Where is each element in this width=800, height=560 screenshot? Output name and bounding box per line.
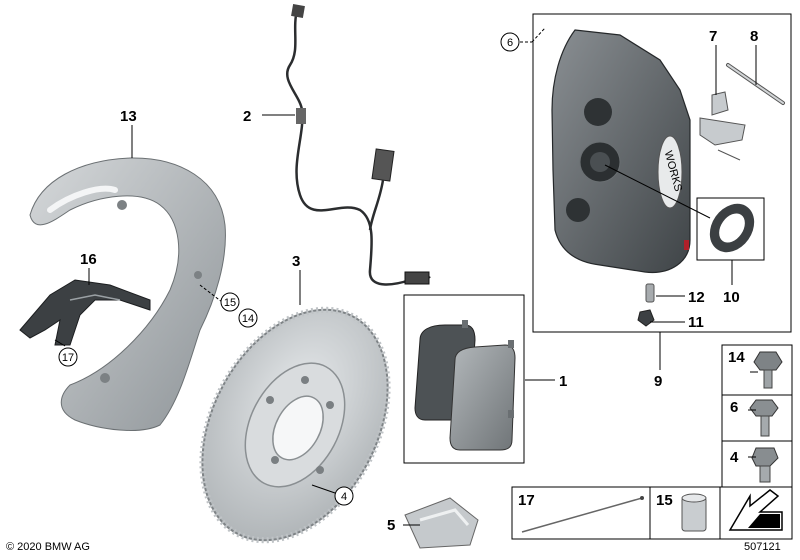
callouts: 13 2 3 1 5 7 8 9 10 11 12 16 14 6 4 17 1… <box>80 28 758 534</box>
circled-callout-6[interactable]: 6 <box>507 37 513 49</box>
heat-shield-part-13[interactable] <box>29 157 226 431</box>
callout-16[interactable]: 16 <box>80 251 97 268</box>
caliper-box <box>532 13 792 333</box>
seal-part-10[interactable] <box>701 195 764 261</box>
callout-15[interactable]: 15 <box>656 492 673 509</box>
bolt-part-6[interactable] <box>749 399 779 437</box>
sleeve-part-15[interactable] <box>681 493 707 532</box>
callout-2[interactable]: 2 <box>243 108 251 125</box>
callout-3[interactable]: 3 <box>292 253 300 270</box>
bolt-part-14[interactable] <box>753 351 783 389</box>
callout-4[interactable]: 4 <box>730 449 739 466</box>
callout-17[interactable]: 17 <box>518 492 535 509</box>
circled-callout-labels: 6 4 15 14 17 <box>62 37 513 503</box>
bleeder-part-12[interactable] <box>645 283 655 303</box>
brake-disc-part-3[interactable] <box>165 278 425 560</box>
callout-6[interactable]: 6 <box>730 399 738 416</box>
callout-9[interactable]: 9 <box>654 373 662 390</box>
circled-callout-4[interactable]: 4 <box>341 491 347 503</box>
callout-1[interactable]: 1 <box>559 373 567 390</box>
diagram-number: 507121 <box>744 541 781 553</box>
callout-10[interactable]: 10 <box>723 289 740 306</box>
copyright-text: © 2020 BMW AG <box>6 541 90 553</box>
bracket-part-16[interactable] <box>19 279 151 346</box>
arrow-icon <box>728 489 783 531</box>
circled-callout-15[interactable]: 15 <box>224 297 236 309</box>
leader-lines <box>54 27 758 526</box>
spring-part-7[interactable] <box>699 91 746 161</box>
circled-callout-14[interactable]: 14 <box>242 313 254 325</box>
circled-callout-17[interactable]: 17 <box>62 352 74 364</box>
small-parts-grid <box>511 344 793 540</box>
callout-5[interactable]: 5 <box>387 517 395 534</box>
callout-14[interactable]: 14 <box>728 349 745 366</box>
callout-13[interactable]: 13 <box>120 108 137 125</box>
brake-caliper[interactable]: WORKS <box>551 29 691 274</box>
bolt-part-4[interactable] <box>751 447 779 483</box>
pads-box <box>403 294 525 464</box>
circled-callouts <box>58 32 520 506</box>
callout-8[interactable]: 8 <box>750 28 758 45</box>
brake-pads-part-1[interactable] <box>414 320 516 451</box>
wire-part-17[interactable] <box>521 496 644 533</box>
wear-sensor-part-2[interactable] <box>286 4 431 286</box>
callout-12[interactable]: 12 <box>688 289 705 306</box>
cap-part-11[interactable] <box>637 309 655 327</box>
seal-box <box>696 197 765 261</box>
callout-7[interactable]: 7 <box>709 28 717 45</box>
grease-sachet-part-5[interactable] <box>404 497 479 549</box>
callout-11[interactable]: 11 <box>688 314 704 331</box>
